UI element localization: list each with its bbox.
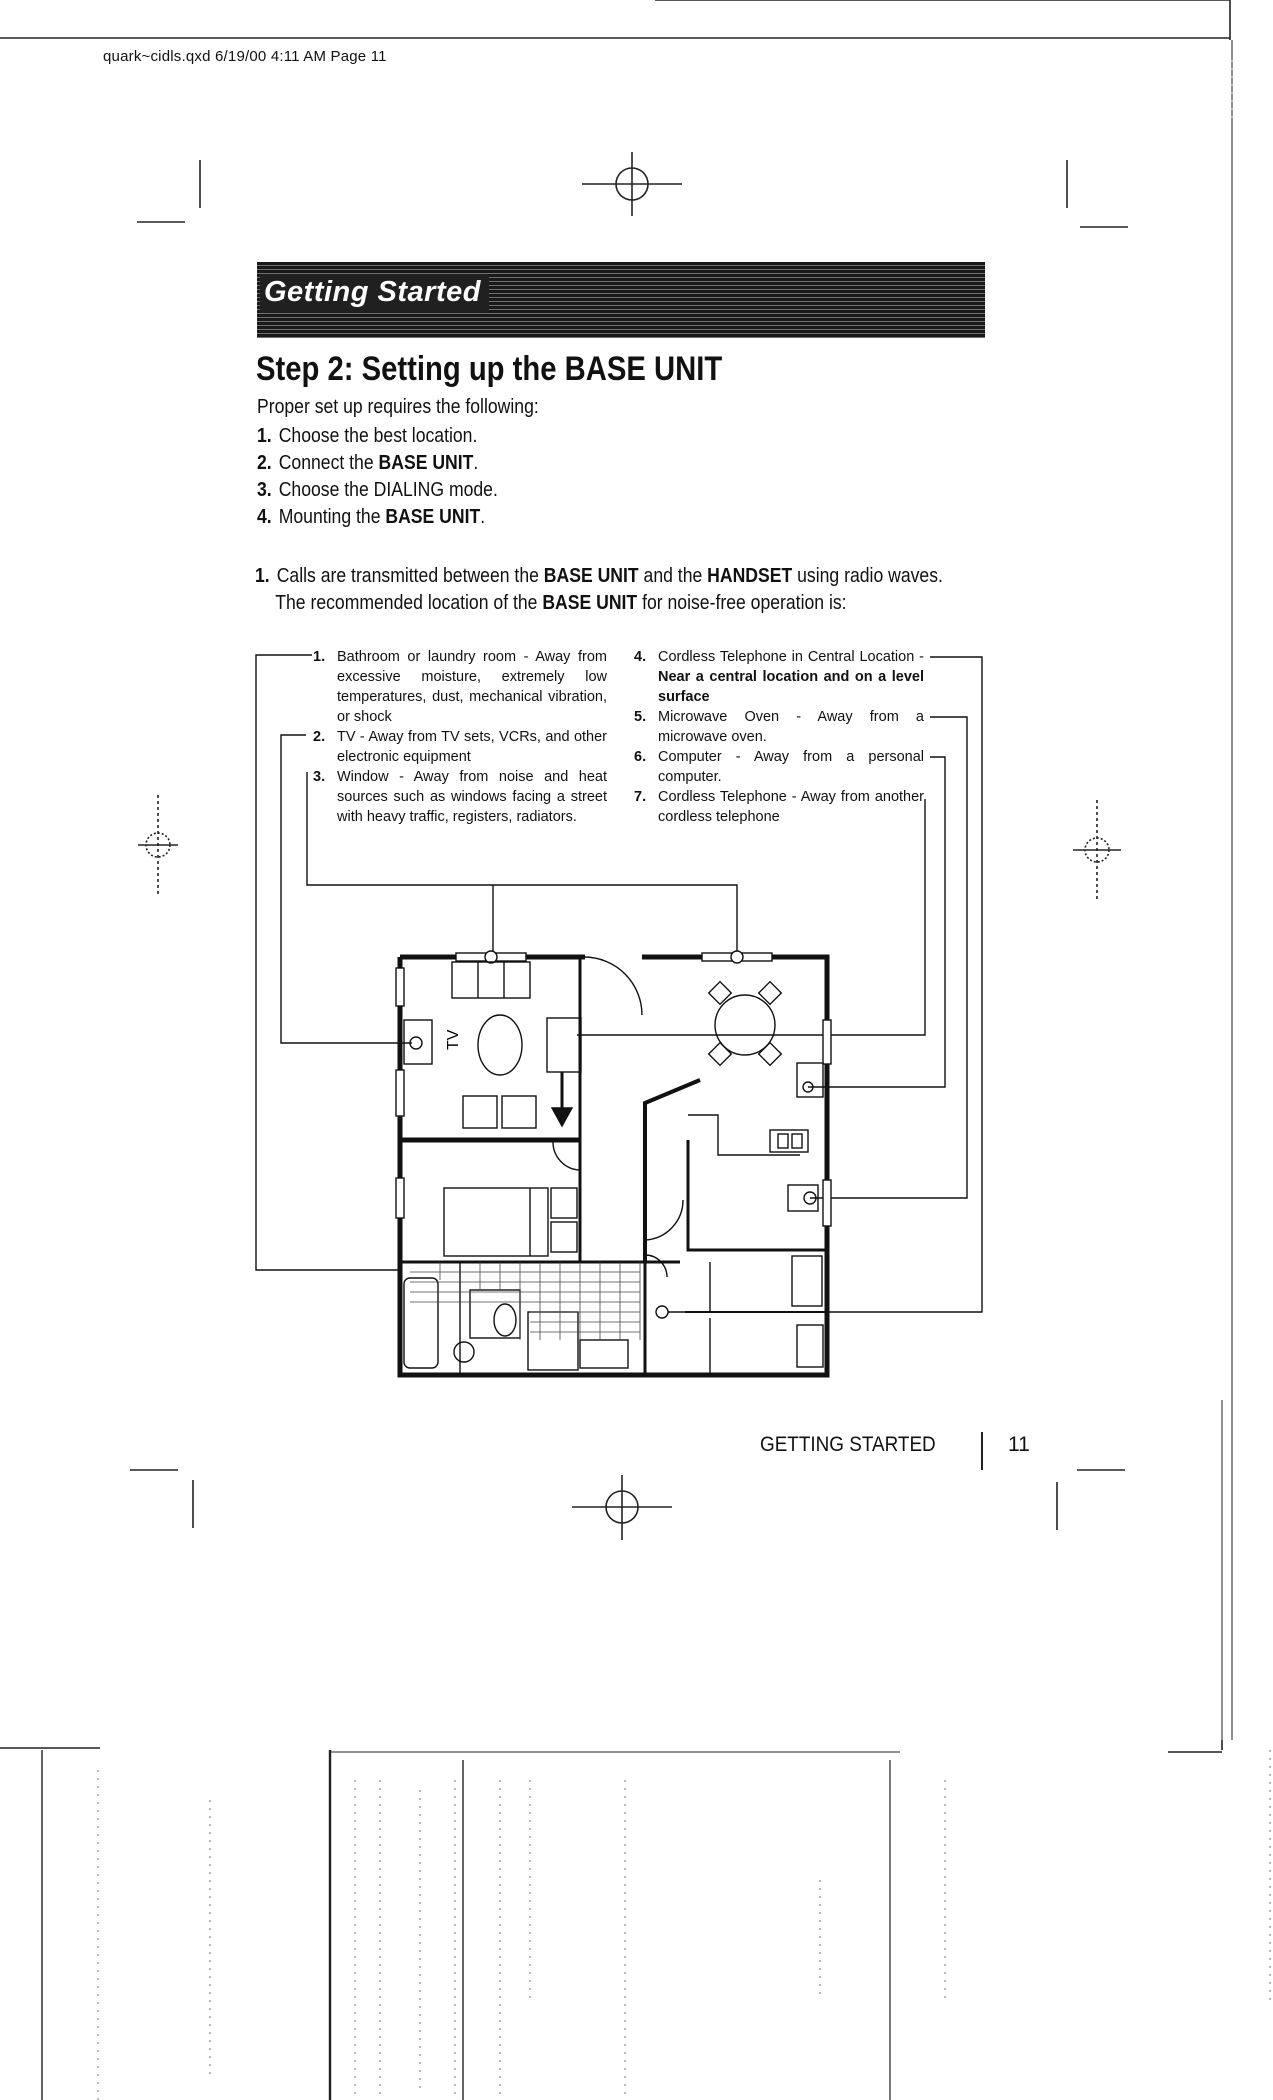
intro-text: Proper set up requires the following: (257, 396, 539, 418)
location-item: 3.Window - Away from noise and heat sour… (313, 769, 607, 825)
page-heading: Step 2: Setting up the BASE UNIT (256, 350, 723, 388)
footer-section-label: GETTING STARTED (760, 1433, 936, 1456)
file-slug: quark~cidls.qxd 6/19/00 4:11 AM Page 11 (103, 48, 387, 65)
page-number: 11 (1008, 1433, 1030, 1456)
location-paragraph: 1.Calls are transmitted between the BASE… (255, 565, 943, 614)
step-item: 1.Choose the best location. (257, 425, 478, 447)
step-item: 3.Choose the DIALING mode. (257, 479, 498, 501)
tv-label: TV (445, 1029, 462, 1050)
location-item: 2.TV - Away from TV sets, VCRs, and othe… (313, 729, 607, 765)
step-item: 4.Mounting the BASE UNIT. (257, 506, 486, 528)
location-item: 5.Microwave Oven - Away from a microwave… (634, 709, 924, 745)
leader-lines (255, 654, 983, 1313)
floor-plan-details (395, 950, 832, 1375)
location-item: 1.Bathroom or laundry room - Away from e… (313, 649, 607, 725)
banner-title: Getting Started (260, 274, 489, 313)
setup-steps: 1.Choose the best location. 2.Connect th… (257, 423, 498, 531)
location-item: 6.Computer - Away from a personal comput… (634, 749, 924, 785)
locations-left: 1.Bathroom or laundry room - Away from e… (313, 647, 607, 827)
bathroom-tiles (410, 1262, 641, 1340)
location-item: 7.Cordless Telephone - Away from another… (634, 789, 924, 825)
location-item: 4.Cordless Telephone in Central Location… (634, 649, 924, 705)
locations-right: 4.Cordless Telephone in Central Location… (634, 647, 924, 827)
step-item: 2.Connect the BASE UNIT. (257, 452, 479, 474)
